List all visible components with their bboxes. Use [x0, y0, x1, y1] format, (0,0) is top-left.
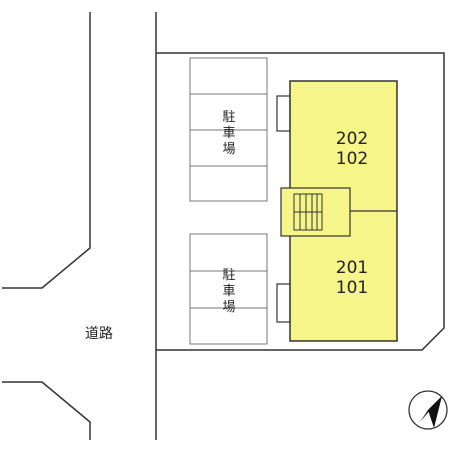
parking-lower-char-1: 駐: [222, 268, 235, 283]
staircase: [280, 187, 351, 237]
unit-label-101: 101: [336, 278, 368, 298]
parking-lot-lower: [189, 233, 268, 345]
road-edges: [2, 12, 157, 440]
parking-lower-char-3: 場: [222, 300, 235, 315]
balcony-upper: [276, 95, 291, 132]
unit-label-201: 201: [336, 258, 368, 278]
parking-upper-char-2: 車: [222, 126, 235, 141]
road-edge-lower: [2, 381, 91, 440]
road-edge-upper: [2, 12, 91, 289]
north-arrow-icon: [408, 390, 448, 430]
parking-lot-upper: [189, 57, 268, 202]
parking-upper-char-1: 駐: [222, 110, 235, 125]
parking-lower-char-2: 車: [222, 284, 235, 299]
unit-label-202: 202: [336, 129, 368, 149]
site-boundary: [156, 52, 445, 351]
road-label: 道路: [85, 326, 113, 342]
parking-upper-char-3: 場: [222, 142, 235, 157]
unit-label-102: 102: [336, 149, 368, 169]
balcony-lower: [276, 283, 291, 323]
